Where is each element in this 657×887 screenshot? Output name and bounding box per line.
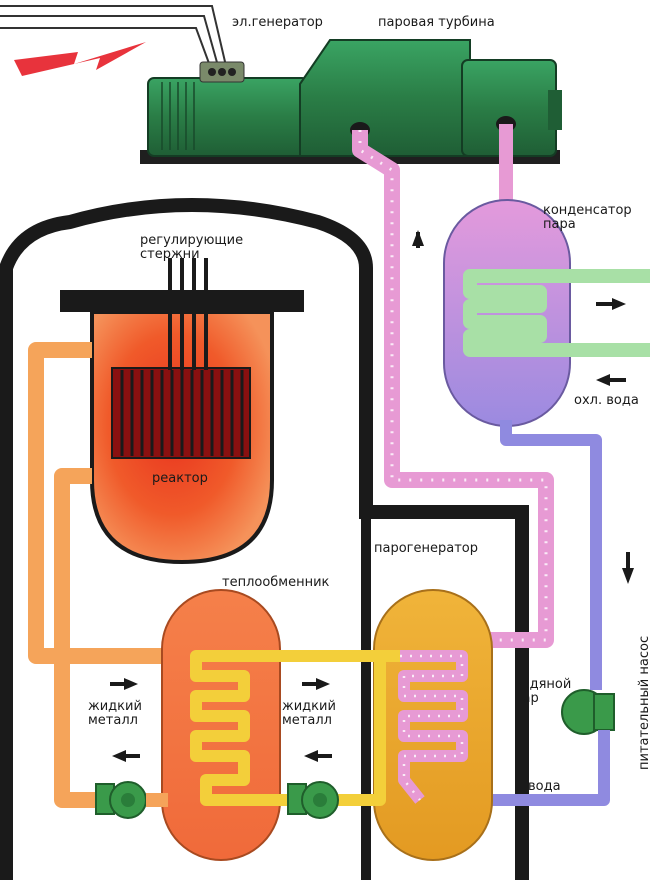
lightning-icon xyxy=(14,42,146,76)
label-water: вода xyxy=(528,779,561,794)
label-water-vapor-2: пар xyxy=(514,691,539,706)
containment-building xyxy=(0,198,529,880)
label-liquid-metal-right-1: жидкий xyxy=(282,699,336,714)
arrow-left-icon xyxy=(304,750,318,762)
secondary-loop xyxy=(190,650,400,806)
label-generator: эл.генератор xyxy=(232,15,323,30)
secondary-loop-return xyxy=(320,656,386,806)
arrow-right-icon xyxy=(316,678,330,690)
label-rods-2: стержни xyxy=(140,247,200,262)
heat-exchanger xyxy=(161,589,281,861)
steam-pipe xyxy=(352,130,554,648)
label-liquid-metal-left-1: жидкий xyxy=(88,699,142,714)
label-cooling-water: охл. вода xyxy=(574,393,639,408)
arrow-right-icon xyxy=(124,678,138,690)
label-reactor: реактор xyxy=(152,471,208,486)
feed-pump xyxy=(561,689,615,735)
flow-arrows xyxy=(110,230,634,762)
label-condenser-1: конденсатор xyxy=(543,203,632,218)
label-rods-1: регулирующие xyxy=(140,233,243,248)
label-turbine: паровая турбина xyxy=(378,15,495,30)
label-liquid-metal-left-2: металл xyxy=(88,713,138,728)
label-feed-pump: питательный насос xyxy=(637,636,652,770)
condensate-pipe xyxy=(500,420,602,690)
label-condenser-2: пара xyxy=(543,217,576,232)
primary-pump xyxy=(95,781,147,819)
output-wires xyxy=(0,5,227,67)
arrow-right-icon xyxy=(612,298,626,310)
label-liquid-metal-right-2: металл xyxy=(282,713,332,728)
steam-turbine xyxy=(299,39,562,157)
label-water-vapor-1: водяной xyxy=(514,677,571,692)
arrow-down-icon xyxy=(622,568,634,584)
cooling-water-coil xyxy=(463,269,650,357)
steam-generator xyxy=(373,589,493,861)
reactor-core xyxy=(111,367,251,459)
arrow-left-icon xyxy=(112,750,126,762)
secondary-pump xyxy=(287,781,339,819)
primary-loop-hot xyxy=(28,342,196,664)
label-steam-generator: парогенератор xyxy=(374,541,478,556)
primary-loop-cold xyxy=(54,468,110,808)
control-rods xyxy=(168,258,208,370)
arrow-left-icon xyxy=(596,374,610,386)
electric-generator xyxy=(147,61,309,157)
label-heat-exchanger: теплообменник xyxy=(222,575,330,590)
